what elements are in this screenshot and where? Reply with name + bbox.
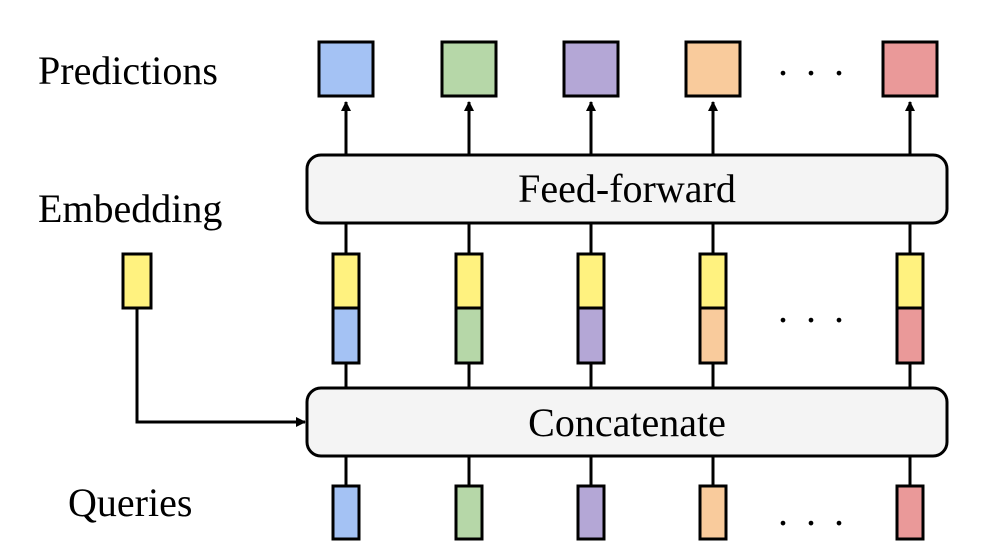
col3-concat-embedding-part (576, 252, 606, 310)
col2-query-block (454, 484, 484, 541)
col4-concat-query-part (698, 306, 728, 365)
col1-concat-embedding-part (331, 252, 361, 310)
col2-prediction-block (440, 40, 498, 98)
col4-query-block (698, 484, 728, 541)
col1-prediction-block (317, 40, 375, 98)
col1-concat-query-part (331, 306, 361, 365)
queries-label: Queries (68, 480, 192, 525)
col5-concat-embedding-part (895, 252, 925, 310)
columns-layer (317, 40, 939, 541)
col4-concat-embedding-part (698, 252, 728, 310)
embedding-input-block (121, 252, 153, 310)
col3-query-block (576, 484, 606, 541)
col4-prediction-block (684, 40, 742, 98)
embedding-ellipsis: . . . (778, 286, 848, 331)
col2-concat-embedding-part (454, 252, 484, 310)
embedding-to-concatenate-arrow (135, 308, 306, 427)
concatenate-block (305, 386, 949, 458)
col2-concat-query-part (454, 306, 484, 365)
queries-ellipsis: . . . (778, 489, 848, 534)
concatenate-label: Concatenate (528, 400, 726, 445)
col1-query-block (331, 484, 361, 541)
embedding-label: Embedding (38, 186, 222, 231)
col3-concat-query-part (576, 306, 606, 365)
predictions-label: Predictions (38, 48, 218, 93)
feed-forward-block (305, 153, 949, 225)
col3-prediction-block (562, 40, 620, 98)
col5-prediction-block (881, 40, 939, 98)
col5-query-block (895, 484, 925, 541)
col5-concat-query-part (895, 306, 925, 365)
feed-forward-label: Feed-forward (518, 166, 736, 211)
predictions-ellipsis: . . . (778, 39, 848, 84)
